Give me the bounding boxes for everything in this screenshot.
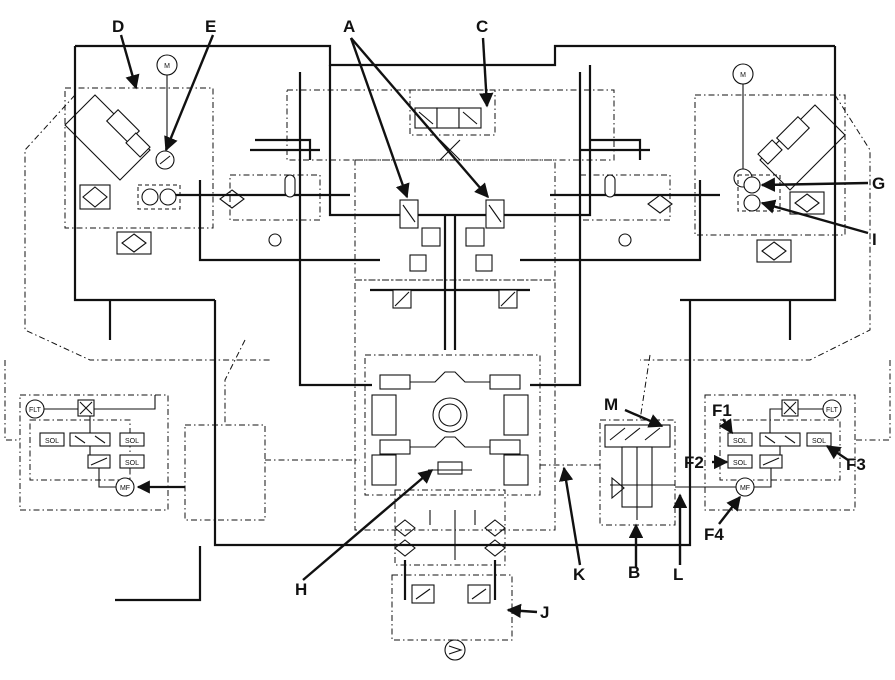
sol-f1-icon — [727, 432, 753, 447]
callout-f2: F2 — [684, 453, 704, 472]
sol-left-2-label: SOL — [125, 438, 139, 445]
callout-m: M — [604, 395, 618, 414]
callout-d: D — [112, 17, 124, 36]
sol-right-1-label: SOL — [733, 438, 747, 445]
callout-e: E — [205, 17, 216, 36]
callout-l: L — [673, 565, 683, 584]
mf-left-label: MF — [120, 485, 130, 492]
component-boundaries — [4, 87, 891, 641]
sol-right-2-label: SOL — [733, 460, 747, 467]
central-cylinder-block — [371, 371, 529, 486]
callout-labels: A B C D E F1 F2 F3 F4 G H I J K L M — [112, 17, 885, 622]
filter-right-label: FLT — [826, 407, 839, 414]
callout-b: B — [628, 563, 640, 582]
callout-f1: F1 — [712, 401, 732, 420]
actuator-block — [604, 424, 675, 520]
callout-i: I — [872, 230, 877, 249]
right-pump-i-icon — [743, 194, 761, 212]
callout-f4: F4 — [704, 525, 724, 544]
callout-c: C — [476, 17, 488, 36]
left-solenoid-block: FLT SOL SOL SOL MF — [25, 395, 185, 497]
charge-pump-icon — [444, 639, 466, 661]
motor-left-label: M — [164, 63, 170, 70]
sol-f3-icon — [806, 432, 832, 447]
sol-left-3-label: SOL — [125, 460, 139, 467]
main-hydraulic-lines — [73, 44, 837, 660]
callout-a: A — [343, 17, 355, 36]
lower-valve-block — [394, 510, 506, 661]
callout-j: J — [540, 603, 549, 622]
callout-h: H — [295, 580, 307, 599]
right-pump-assembly: M — [647, 63, 846, 263]
mf-right-label: MF — [740, 485, 750, 492]
filter-left-label: FLT — [29, 407, 42, 414]
callout-k: K — [573, 565, 586, 584]
sol-right-3-label: SOL — [812, 438, 826, 445]
right-solenoid-block: FLT SOL SOL SOL MF — [675, 399, 842, 497]
left-pump-assembly: M — [64, 54, 245, 255]
callout-leaders — [119, 34, 869, 619]
callout-g: G — [872, 174, 885, 193]
center-control-valves — [268, 107, 632, 309]
sol-left-1-label: SOL — [45, 438, 59, 445]
callout-f3: F3 — [846, 455, 866, 474]
motor-right-label: M — [740, 72, 746, 79]
right-pump-g-icon — [743, 176, 761, 194]
